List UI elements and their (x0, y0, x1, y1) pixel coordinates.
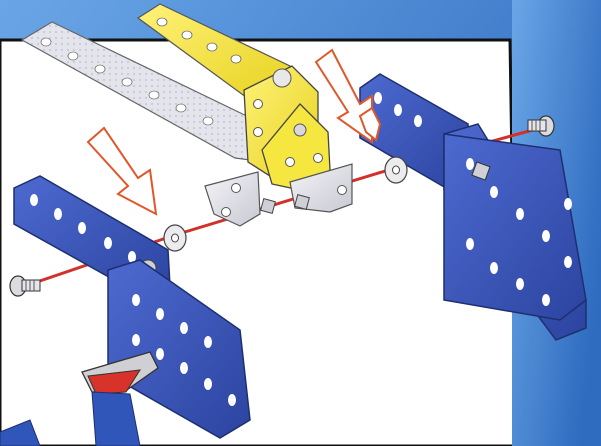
nut (261, 199, 276, 214)
washer-right (385, 157, 407, 183)
washer-left (164, 225, 186, 251)
